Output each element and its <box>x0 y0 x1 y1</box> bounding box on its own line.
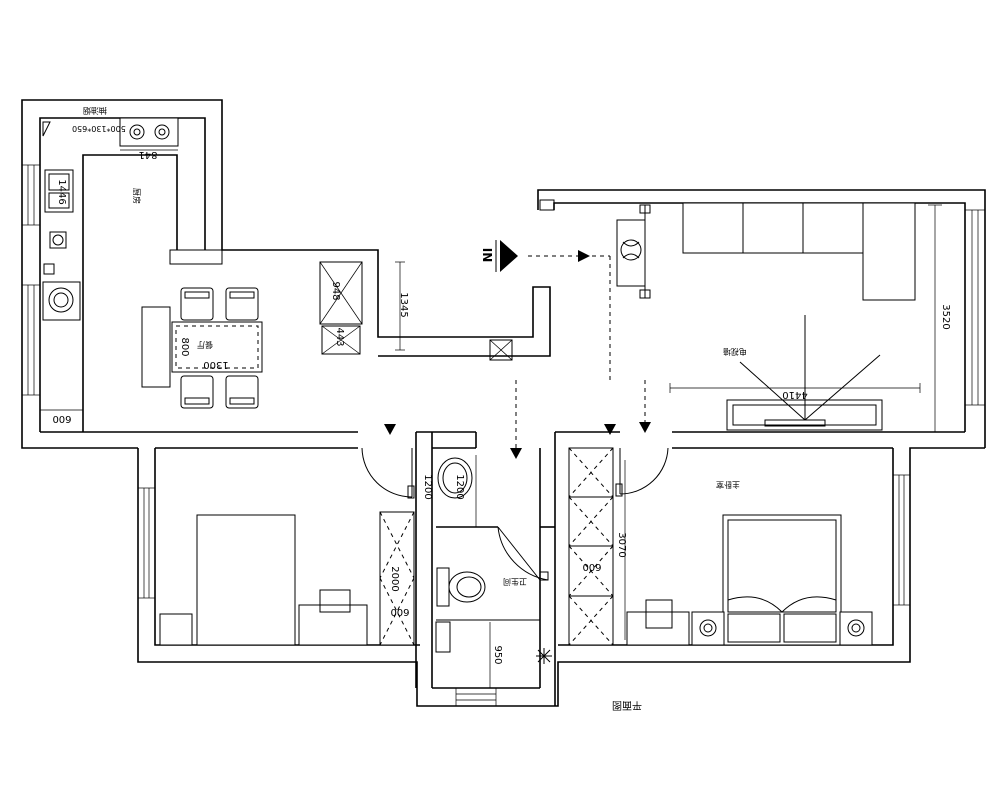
dim-wardrobe1-depth: 600 <box>582 561 601 572</box>
master-bedroom: 600 3070 主卧室 <box>568 447 873 646</box>
circulation-arrows <box>384 250 651 459</box>
living-room: 3520 4410 2960 电视墙 <box>616 189 960 433</box>
fridge-cabinet: 948 443 1345 IN <box>319 240 518 361</box>
arrow-down-icon <box>384 424 396 435</box>
second-bedroom: 1200 2000 600 <box>159 447 433 646</box>
kitchen: 500*130*650 抽油烟 841 1446 厨房 600 <box>40 106 179 424</box>
toilet <box>436 567 486 607</box>
air-conditioner <box>616 204 651 299</box>
dim-bath-depth: 950 <box>492 645 503 664</box>
arrow-down-icon <box>639 422 651 433</box>
gas-meter-icon <box>52 234 64 246</box>
sideboard <box>141 306 171 388</box>
shower-head-icon <box>536 648 552 664</box>
dining-table <box>171 321 263 373</box>
dim-kitchen-top: 841 <box>138 149 157 160</box>
nightstand <box>839 611 873 646</box>
dim-kitchen-bottom: 600 <box>52 413 71 424</box>
entry-arrow-icon <box>495 240 518 272</box>
nightstand <box>159 613 193 646</box>
arrow-down-icon <box>604 424 616 435</box>
kitchen-label: 厨房 <box>132 188 142 204</box>
dim-tv-width: 4410 <box>782 389 807 400</box>
stove-size: 500*130*650 <box>72 124 126 133</box>
chair <box>319 589 351 613</box>
dim-wardrobe2-depth: 600 <box>390 606 409 617</box>
kitchen-sink <box>44 169 74 213</box>
dim-bed2-door: 1200 <box>422 474 433 499</box>
tv-icon <box>764 419 826 427</box>
desk <box>298 604 368 646</box>
meter-box <box>489 339 513 361</box>
arrow-down-icon <box>510 448 522 459</box>
restaurant-label: 餐厅 <box>197 340 213 349</box>
dim-kitchen-left: 1446 <box>56 179 67 204</box>
chair <box>645 599 673 629</box>
dim-master-height: 3070 <box>616 532 627 557</box>
range-hood-label: 抽油烟 <box>83 106 107 116</box>
master-bedroom-label: 主卧室 <box>716 480 740 490</box>
dim-table-depth: 800 <box>179 337 190 356</box>
dining: 1300 800 餐厅 <box>141 287 263 409</box>
toilet-label: 卫生间 <box>503 577 527 587</box>
chair <box>180 287 214 321</box>
dim-table-width: 1300 <box>203 359 228 370</box>
dim-wardrobe2-height: 2000 <box>389 566 400 591</box>
dim-fridge-a: 948 <box>330 281 341 300</box>
bathroom: 1200 卫生间 950 <box>435 455 552 688</box>
chair <box>225 287 259 321</box>
chair <box>180 375 214 409</box>
dim-living-right: 3520 <box>940 304 951 329</box>
sofa <box>682 202 916 301</box>
single-bed <box>196 514 296 646</box>
dim-fridge-b: 443 <box>334 327 345 346</box>
nightstand <box>691 611 725 646</box>
dim-corridor: 1345 <box>398 292 409 317</box>
chair <box>225 375 259 409</box>
entry-label: IN <box>480 248 494 263</box>
shower-tray <box>435 621 451 653</box>
arrow-right-icon <box>578 250 590 262</box>
double-bed <box>722 514 842 646</box>
plan-title: 平面图 <box>612 699 642 711</box>
tv-wall-label: 电视墙 <box>723 347 747 357</box>
dim-bath-width: 1200 <box>454 474 465 499</box>
windows <box>21 164 986 707</box>
